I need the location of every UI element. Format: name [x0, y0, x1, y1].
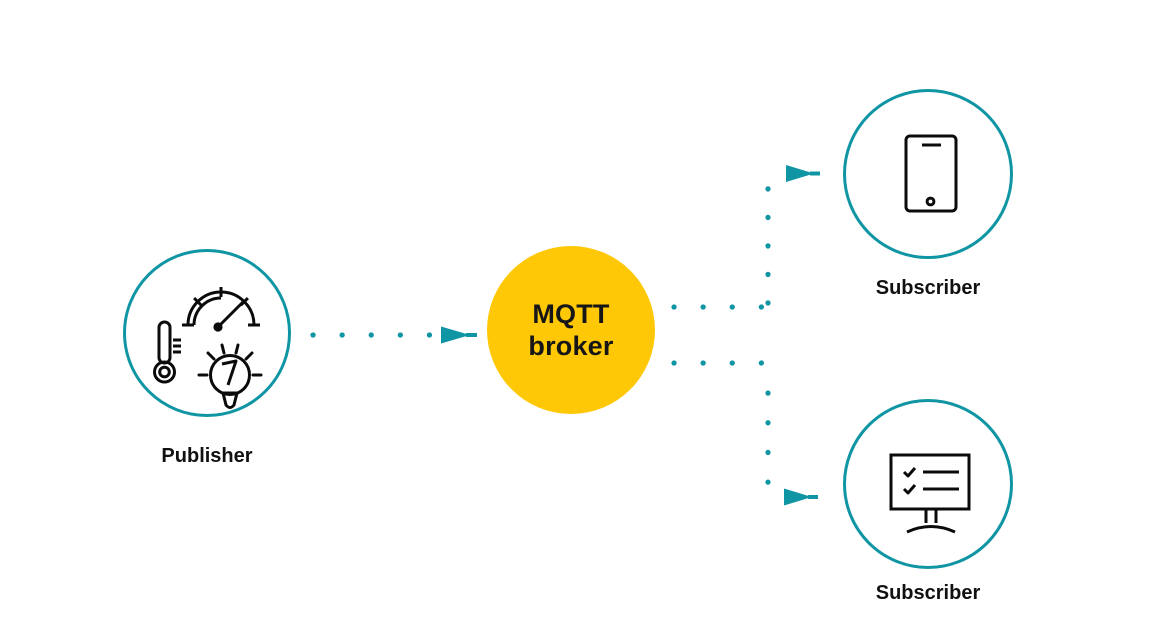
subscriber-top-label: Subscriber [875, 277, 981, 299]
mqtt-broker-label: MQTT broker [528, 298, 613, 363]
mqtt-broker-label-line1: MQTT [532, 298, 610, 329]
subscriber-top-node [843, 89, 1013, 259]
thermometer-icon [153, 320, 181, 384]
publisher-node [123, 249, 291, 417]
gauge-icon [182, 287, 260, 332]
publisher-label: Publisher [161, 445, 253, 467]
subscriber-bottom-node [843, 399, 1013, 569]
publisher-broker-connector [310, 326, 477, 344]
monitor-checklist-icon [889, 453, 971, 534]
mqtt-broker-node: MQTT broker [487, 246, 655, 414]
broker-subscriber-bottom-connector [671, 360, 818, 506]
broker-subscriber-top-connector [671, 165, 820, 310]
arrow-right-icon [786, 165, 814, 182]
arrow-right-icon [441, 326, 470, 344]
mqtt-broker-label-line2: broker [528, 331, 614, 361]
smartphone-icon [904, 134, 958, 213]
subscriber-bottom-label: Subscriber [875, 582, 981, 604]
lightbulb-icon [197, 343, 263, 409]
arrow-right-icon [784, 488, 812, 506]
publisher-sensor-icons [153, 287, 263, 409]
